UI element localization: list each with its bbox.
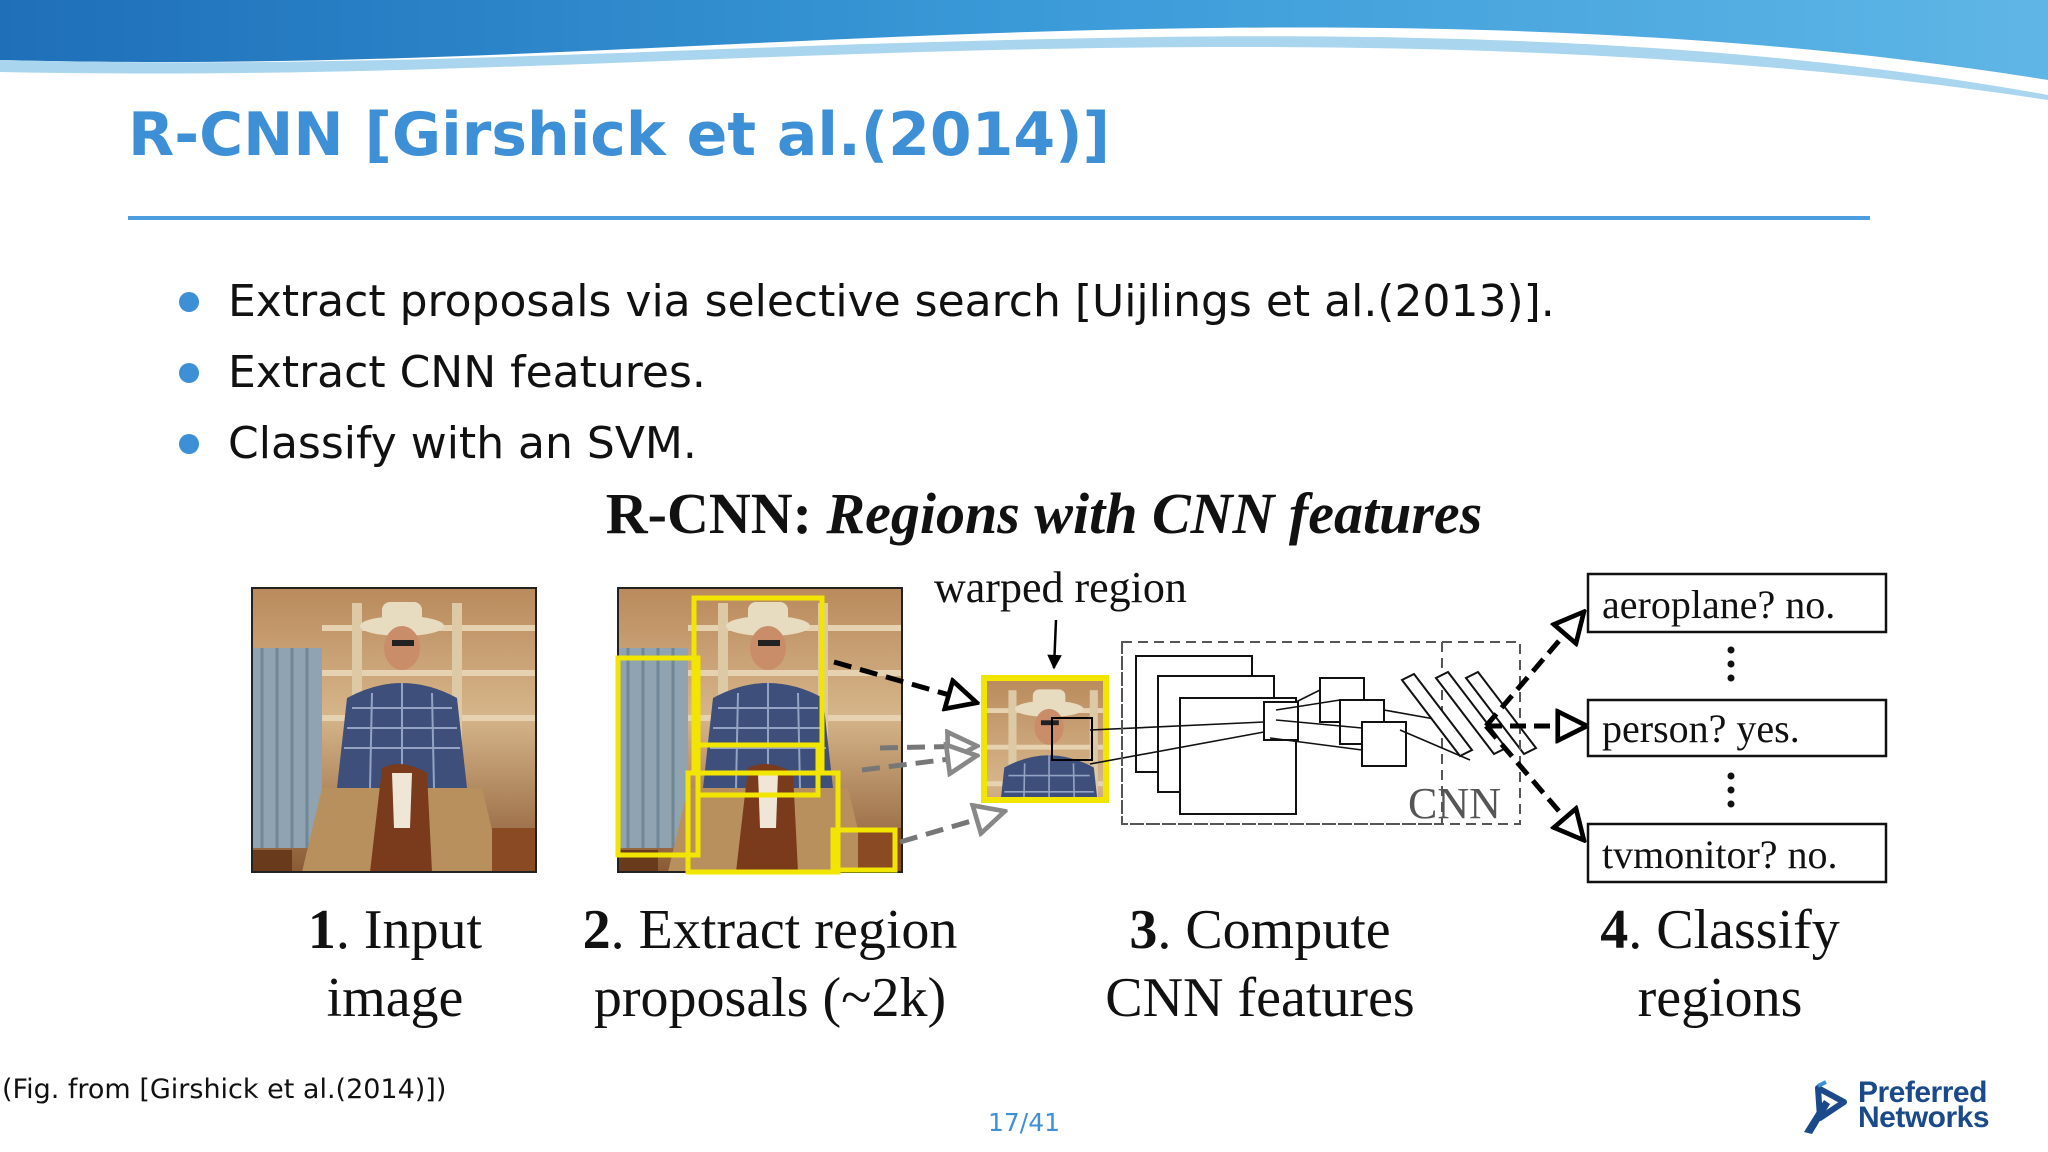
step-caption-4: 4. Classify regions [1560, 896, 1880, 1032]
slide-title: R-CNN [Girshick et al.(2014)] [128, 100, 1111, 170]
classification-arrows [1484, 614, 1584, 838]
cnn-block [1089, 641, 1538, 825]
page-number: 17/41 [987, 1108, 1061, 1137]
bullet-list: Extract proposals via selective search [… [175, 270, 1555, 483]
bullet-dot-icon [179, 292, 199, 312]
bullet-text: Classify with an SVM. [228, 418, 697, 469]
step-number: 3 [1129, 899, 1158, 961]
proposal-box [830, 827, 898, 873]
step-caption-2: 2. Extract region proposals (~2k) [560, 896, 980, 1032]
step-number: 4 [1600, 899, 1629, 961]
step-label: . Input [335, 899, 483, 961]
warped-region-pointer [1047, 619, 1062, 670]
figure-title-italic: Regions with CNN features [826, 481, 1483, 546]
input-image [252, 588, 536, 872]
class-box-person: person? yes. [1586, 698, 1888, 758]
vertical-ellipsis-icon [1727, 772, 1735, 808]
step-label: CNN features [1105, 967, 1415, 1029]
step-number: 1 [307, 899, 336, 961]
step-caption-1: 1. Input image [240, 896, 550, 1032]
proposal-box [685, 770, 841, 875]
warped-region-image [981, 675, 1109, 803]
cnn-label: CNN [1408, 779, 1501, 828]
step-label: . Compute [1157, 899, 1391, 961]
bullet-text: Extract CNN features. [228, 347, 706, 398]
logo-text-line2: Networks [1858, 1101, 1990, 1134]
step-caption-3: 3. Compute CNN features [1070, 896, 1450, 1032]
cnn-layer [1361, 721, 1407, 767]
step-label: image [326, 967, 464, 1029]
step-number: 2 [582, 899, 611, 961]
vertical-ellipsis-icon [1727, 646, 1735, 682]
region-proposals-image [618, 588, 902, 872]
class-box-aeroplane: aeroplane? no. [1586, 572, 1888, 634]
header-wave-decoration [0, 0, 2048, 100]
figure-title: R-CNN: Regions with CNN features [0, 480, 2048, 547]
title-divider [128, 216, 1870, 220]
class-box-tvmonitor: tvmonitor? no. [1586, 822, 1888, 884]
bullet-item: Classify with an SVM. [175, 412, 1555, 483]
class-label: aeroplane? no. [1602, 582, 1835, 627]
bullet-text: Extract proposals via selective search [… [228, 276, 1555, 327]
step-label: proposals (~2k) [593, 967, 947, 1029]
proposal-box [695, 742, 821, 798]
step-label: regions [1637, 967, 1803, 1029]
bullet-dot-icon [179, 434, 199, 454]
step-label: . Extract region [610, 899, 958, 961]
proposal-arrows [833, 659, 1002, 845]
bullet-dot-icon [179, 363, 199, 383]
figure-title-bold: R-CNN: [605, 481, 827, 546]
bullet-item: Extract CNN features. [175, 341, 1555, 412]
logo-mark-icon [1804, 1080, 1847, 1134]
class-label: person? yes. [1602, 706, 1800, 751]
figure-source-caption: (Fig. from [Girshick et al.(2014)]) [2, 1074, 447, 1105]
logo-text-line1: Preferred [1858, 1076, 1987, 1109]
rcnn-pipeline-diagram: warped region CNN aeroplane [0, 563, 1888, 884]
bullet-item: Extract proposals via selective search [… [175, 270, 1555, 341]
cnn-outline [1121, 641, 1521, 825]
step-label: . Classify [1628, 899, 1840, 961]
class-label: tvmonitor? no. [1602, 832, 1838, 877]
preferred-networks-logo: Preferred Networks [1798, 1076, 2028, 1136]
warped-region-label: warped region [934, 563, 1187, 612]
